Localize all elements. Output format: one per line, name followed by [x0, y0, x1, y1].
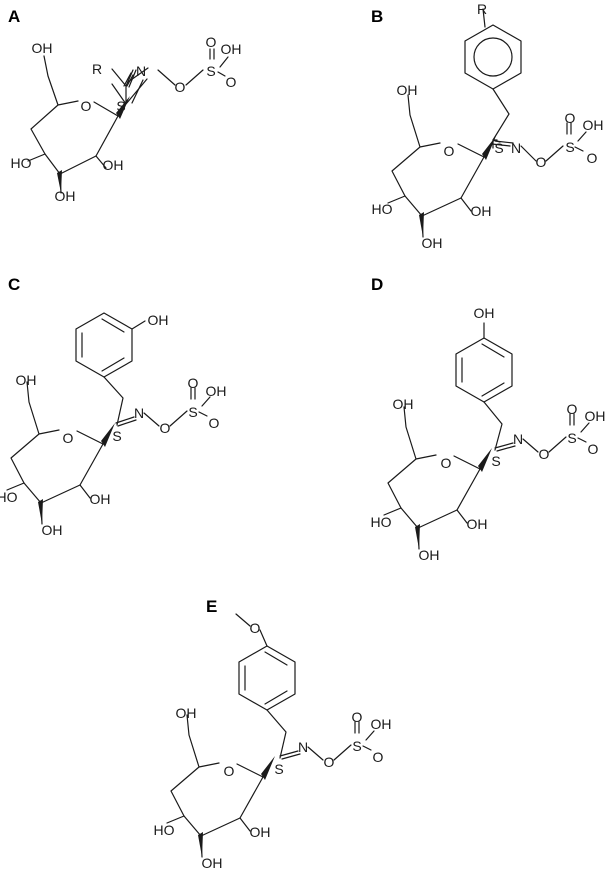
- atom-o-ring: O: [63, 430, 74, 446]
- atom-oh-aryl: OH: [148, 312, 169, 328]
- atom-o-sulfonyl-2: O: [226, 74, 237, 90]
- atom-o-ring: O: [444, 143, 455, 159]
- atom-o-link: O: [175, 79, 186, 95]
- atom-oh-sulfonyl: OH: [371, 716, 392, 732]
- atom-oh-c4: HO: [371, 514, 392, 530]
- atom-o-sulfonyl-2: O: [588, 441, 599, 457]
- atom-s-sulfonyl: S: [188, 404, 197, 420]
- atom-oh-c4: HO: [11, 155, 32, 171]
- atom-s-thio: S: [112, 428, 121, 444]
- atom-o-sulfonyl-1: O: [206, 34, 217, 50]
- atom-oh-c4: HO: [0, 489, 18, 505]
- atom-o-sulfonyl-1: O: [188, 375, 199, 391]
- atom-n: N: [134, 405, 144, 421]
- atom-o-link: O: [536, 154, 547, 170]
- atom-r: R: [477, 1, 487, 17]
- structure-c: [6, 312, 211, 525]
- atom-o-sulfonyl-1: O: [565, 110, 576, 126]
- atom-s-sulfonyl: S: [567, 430, 576, 446]
- atom-s-sulfonyl: S: [206, 63, 215, 79]
- atom-n: N: [511, 140, 521, 156]
- panel-label-b: B: [371, 7, 383, 26]
- atom-oh-c6: OH: [176, 705, 197, 721]
- atom-s-thio: S: [116, 98, 125, 114]
- panel-label-e: E: [206, 597, 217, 616]
- atom-o-methoxy: O: [250, 620, 261, 636]
- atom-oh-c2: OH: [103, 157, 124, 173]
- atom-r: R: [92, 61, 102, 77]
- atom-o-sulfonyl-1: O: [567, 401, 578, 417]
- atom-s-sulfonyl: S: [352, 738, 361, 754]
- atom-oh-c3: OH: [42, 522, 63, 538]
- structure-a: [27, 48, 229, 194]
- atom-o-link: O: [539, 446, 550, 462]
- atom-o-sulfonyl-1: O: [352, 709, 363, 725]
- structure-e: [166, 613, 375, 858]
- panel-label-d: D: [371, 275, 383, 294]
- atom-oh-c2: OH: [471, 203, 492, 219]
- panel-a: A R N O S OH O O S O OH OH OH HO: [8, 7, 242, 204]
- atom-oh-c6: OH: [32, 40, 53, 56]
- atom-o-ring: O: [81, 98, 92, 114]
- atom-o-sulfonyl-2: O: [209, 415, 220, 431]
- atom-o-sulfonyl-2: O: [373, 749, 384, 765]
- panel-d: D OH N O S OH O O S O OH OH OH HO: [371, 275, 606, 563]
- atom-o-link: O: [324, 754, 335, 770]
- atom-s-thio: S: [491, 453, 500, 469]
- atom-oh-c4: HO: [154, 822, 175, 838]
- atom-oh-c2: OH: [250, 824, 271, 840]
- atom-oh-sulfonyl: OH: [583, 117, 604, 133]
- atom-o-sulfonyl-2: O: [587, 150, 598, 166]
- atom-oh-c6: OH: [397, 82, 418, 98]
- atom-oh-c3: OH: [419, 547, 440, 563]
- panel-c: C OH N O S OH O O S O OH OH OH HO: [0, 275, 227, 538]
- atom-n: N: [298, 739, 308, 755]
- atom-o-link: O: [160, 420, 171, 436]
- atom-oh-sulfonyl: OH: [206, 383, 227, 399]
- atom-oh-c6: OH: [16, 372, 37, 388]
- atom-oh-c3: OH: [202, 855, 223, 871]
- panel-label-c: C: [8, 275, 20, 294]
- panel-label-a: A: [8, 7, 20, 26]
- atom-o-ring: O: [441, 455, 452, 471]
- atom-oh-c2: OH: [467, 516, 488, 532]
- atom-oh-c3: OH: [422, 235, 443, 251]
- atom-oh-aryl: OH: [474, 305, 495, 321]
- atom-oh-c3: OH: [55, 188, 76, 204]
- atom-n: N: [513, 431, 523, 447]
- atom-s-sulfonyl: S: [565, 139, 574, 155]
- atom-n: N: [136, 63, 146, 79]
- panel-e: E O N O S OH O O S O OH OH OH HO: [154, 597, 392, 871]
- atom-s-thio: S: [494, 140, 503, 156]
- atom-oh-c6: OH: [393, 396, 414, 412]
- atom-o-ring: O: [224, 763, 235, 779]
- atom-oh-sulfonyl: OH: [221, 41, 242, 57]
- atom-oh-c2: OH: [90, 491, 111, 507]
- atom-oh-sulfonyl: OH: [585, 408, 606, 424]
- structure-d: [383, 322, 590, 550]
- panel-b: B R N O S OH O O S O OH OH: [371, 1, 604, 251]
- atom-s-thio: S: [274, 761, 283, 777]
- atom-oh-c4: HO: [372, 201, 393, 217]
- structure-b: [387, 8, 587, 238]
